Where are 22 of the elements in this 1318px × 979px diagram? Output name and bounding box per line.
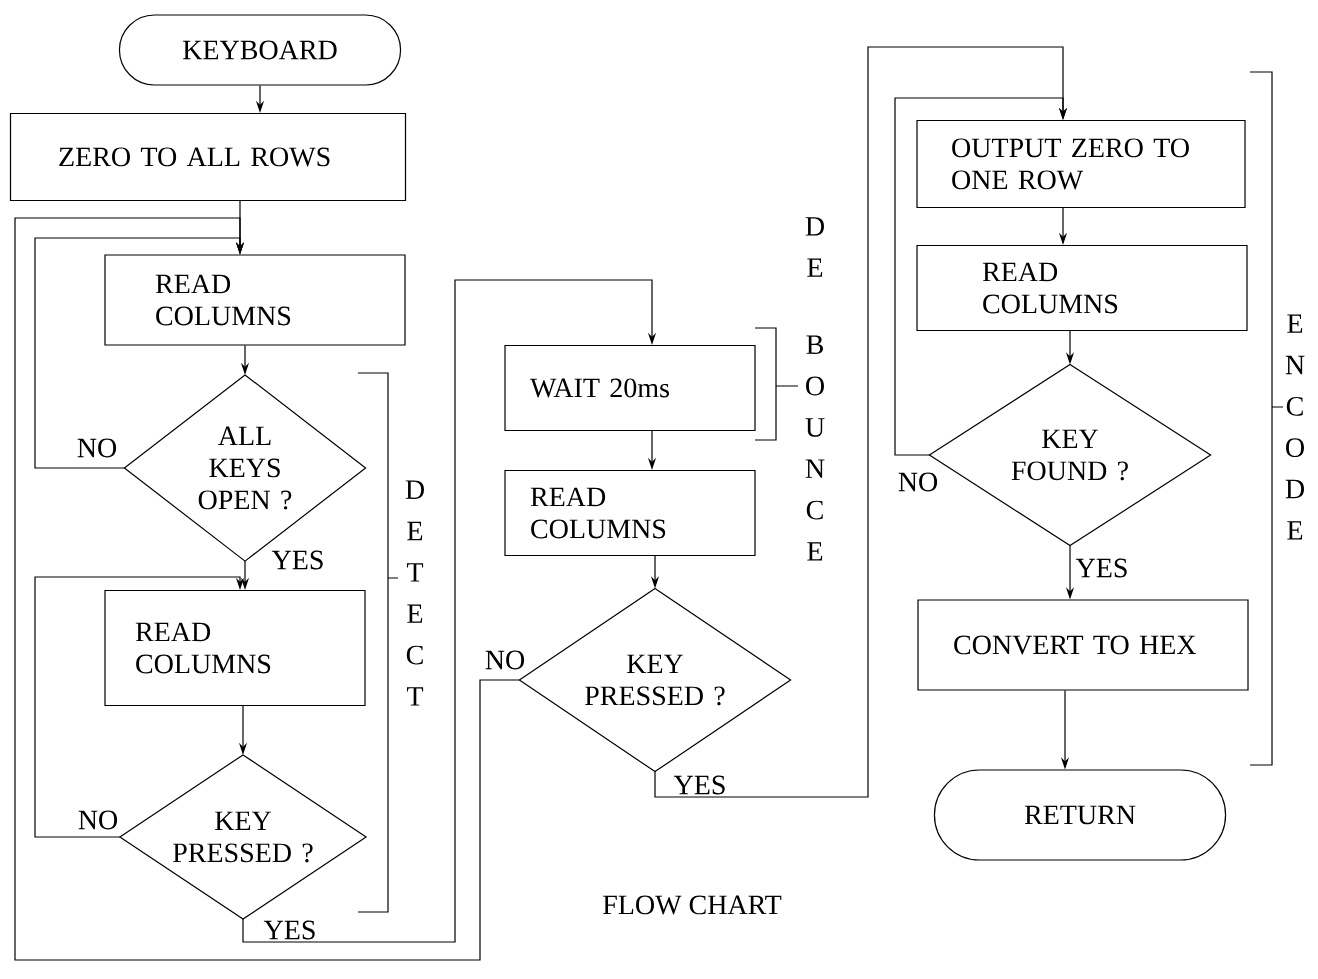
edge-label: YES [262, 919, 318, 941]
vertical-label: DETECT [405, 480, 424, 706]
process-box: WAIT 20ms [504, 344, 756, 432]
arrow [14, 217, 520, 961]
vertical-label: DE [805, 217, 824, 277]
process-box: READ COLUMNS [504, 469, 756, 557]
arrow [242, 279, 657, 943]
process-box: READ COLUMNS [916, 244, 1248, 332]
chart-title: FLOW CHART [603, 895, 782, 915]
arrow [34, 576, 245, 838]
arrow [894, 97, 1068, 456]
process-box: ZERO TO ALL ROWS [9, 112, 407, 202]
edge-label: YES [1074, 557, 1130, 579]
process-box: CONVERT TO HEX [917, 599, 1249, 691]
vertical-label: BOUNCE [805, 335, 825, 561]
process-box: OUTPUT ZERO TO ONE ROW [916, 119, 1246, 209]
edge-label: NO [75, 437, 119, 459]
edge-label: YES [672, 774, 728, 796]
process-box: READ COLUMNS [104, 254, 406, 346]
edge-label: NO [76, 809, 120, 831]
process-box: READ COLUMNS [104, 589, 366, 707]
vertical-label: ENCODE [1285, 314, 1305, 540]
